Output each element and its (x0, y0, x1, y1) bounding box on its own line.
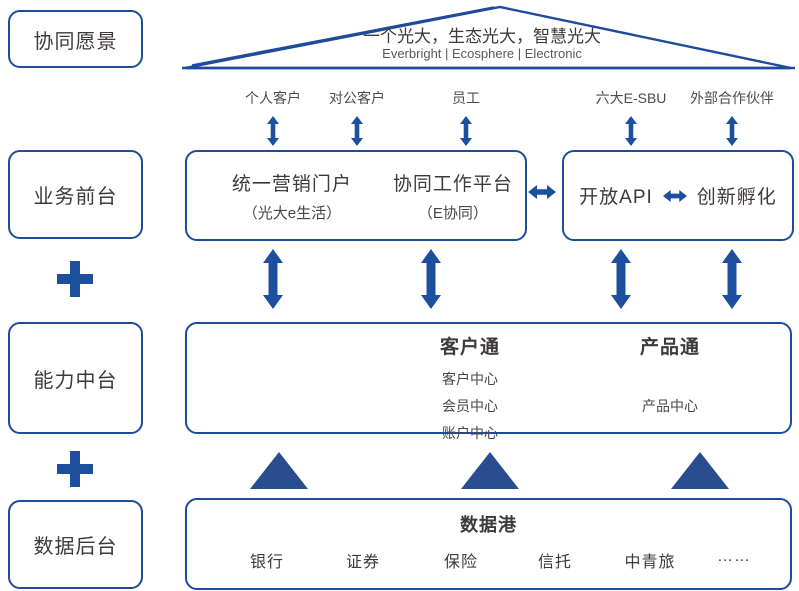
layer-label-vision: 协同愿景 (33, 30, 118, 53)
collab-platform-subtitle: （E协同） (417, 204, 488, 222)
updown-arrow-thick-icon (421, 249, 441, 314)
updown-arrow-icon (459, 116, 473, 151)
data-item-cyts: 中青旅 (624, 554, 676, 571)
data-item-trust: 信托 (537, 554, 573, 571)
user-label-corporate: 对公客户 (329, 90, 385, 106)
up-triangle-icon (461, 452, 519, 489)
vision-roof: 一个光大，生态光大，智慧光大 Everbright | Ecosphere | … (182, 4, 795, 72)
updown-arrow-thick-icon (263, 249, 283, 314)
layer-box-middle: 能力中台 (8, 322, 143, 434)
hub-item: 客户中心 (442, 371, 498, 387)
layer-box-vision: 协同愿景 (8, 10, 143, 68)
vision-slogan-en: Everbright | Ecosphere | Electronic (382, 46, 582, 61)
data-item-securities: 证券 (345, 554, 381, 571)
data-port-box: 数据港 银行 证券 保险 信托 中青旅 …… (185, 498, 792, 590)
vision-slogan-cn: 一个光大，生态光大，智慧光大 (363, 27, 601, 46)
updown-arrow-icon (624, 116, 638, 151)
user-label-partner: 外部合作伙伴 (690, 90, 774, 106)
customer-hub-title: 客户通 (439, 337, 500, 358)
hub-item: 账户中心 (442, 425, 498, 441)
roof-triangle-icon (182, 5, 795, 70)
user-label-employee: 员工 (452, 90, 480, 106)
leftright-arrow-icon (528, 184, 556, 200)
marketing-portal-title: 统一营销门户 (231, 173, 352, 195)
data-item-insurance: 保险 (443, 554, 479, 571)
updown-arrow-thick-icon (611, 249, 631, 314)
leftright-arrow-icon (662, 189, 687, 203)
updown-arrow-thick-icon (722, 249, 742, 314)
layer-label-back: 数据后台 (33, 536, 118, 558)
layer-box-back: 数据后台 (8, 500, 143, 589)
layer-label-middle: 能力中台 (33, 369, 118, 392)
plus-icon (55, 259, 95, 299)
collab-platform: 协同工作平台 （E协同） (381, 169, 525, 223)
user-label-personal: 个人客户 (245, 90, 301, 106)
incubation-label: 创新孵化 (696, 187, 777, 208)
hub-item: 会员中心 (442, 398, 498, 414)
up-triangle-icon (671, 452, 729, 489)
updown-arrow-icon (725, 116, 739, 151)
layer-label-front: 业务前台 (33, 186, 118, 208)
product-hub-title: 产品通 (639, 337, 700, 358)
operation-hub-column: 运营通 客服中心 支付中心 营销中心 (787, 324, 799, 440)
data-item-bank: 银行 (249, 554, 285, 571)
customer-hub-column: 客户通 客户中心 会员中心 账户中心 (385, 324, 555, 440)
plus-icon (55, 449, 95, 489)
user-label-esbu: 六大E-SBU (595, 90, 667, 106)
up-triangle-icon (250, 452, 308, 489)
updown-arrow-icon (350, 116, 364, 151)
open-innovation-box: 开放API 创新孵化 (562, 150, 794, 241)
layer-box-front: 业务前台 (8, 150, 143, 239)
marketing-portal: 统一营销门户 （光大e生活） (215, 169, 369, 223)
hub-item: 产品中心 (642, 398, 698, 414)
product-hub-column: 产品通 产品中心 (585, 324, 755, 413)
open-api-label: 开放API (579, 187, 653, 208)
capability-middle-box: 客户通 客户中心 会员中心 账户中心 产品通 产品中心 运营通 客服中心 支付中… (185, 322, 792, 440)
collab-platform-title: 协同工作平台 (392, 173, 513, 195)
updown-arrow-icon (266, 116, 280, 151)
data-item-ellipsis: …… (717, 548, 751, 565)
marketing-portal-subtitle: （光大e生活） (242, 204, 342, 222)
front-platform-box: 统一营销门户 （光大e生活） 协同工作平台 （E协同） (185, 150, 527, 241)
data-port-title: 数据港 (460, 515, 517, 535)
